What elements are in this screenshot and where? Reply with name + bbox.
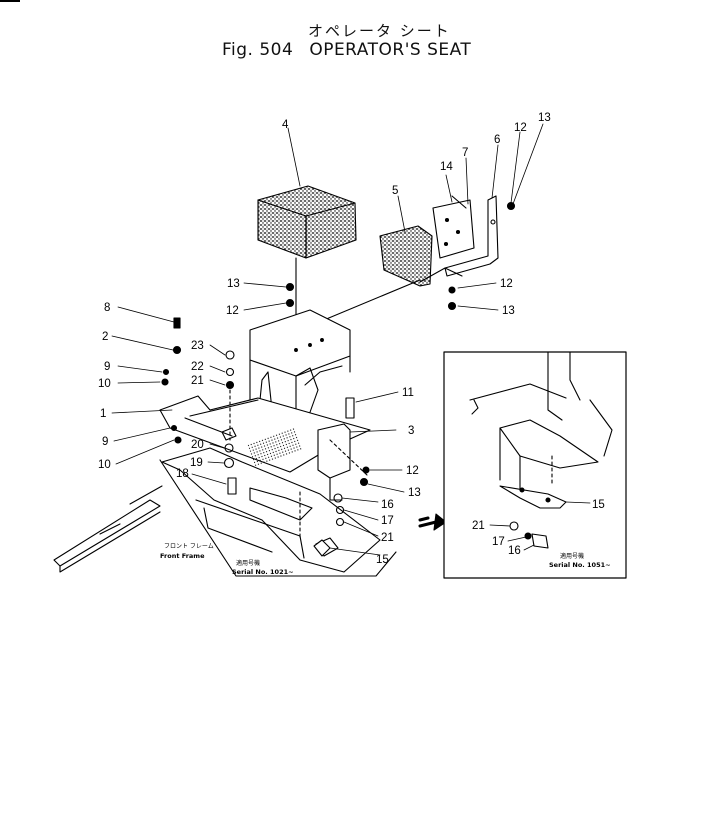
- callout-12: 12: [406, 465, 419, 477]
- callout-22: 22: [191, 361, 204, 373]
- front-frame-label: Front Frame: [160, 552, 205, 560]
- callout-15: 15: [592, 499, 605, 511]
- leader-lines: [111, 123, 544, 556]
- callout-12: 12: [514, 122, 527, 134]
- backrest-bracket: [419, 195, 499, 283]
- callout-21: 21: [191, 375, 204, 387]
- title-japanese: オペレータ シート: [308, 22, 451, 40]
- callout-17: 17: [381, 515, 394, 527]
- callout-12: 12: [500, 278, 513, 290]
- backrest: [379, 225, 433, 287]
- callout-5: 5: [392, 185, 398, 197]
- callout-4: 4: [282, 119, 289, 131]
- serial-main-label: Serial No. 1021~: [232, 568, 294, 576]
- callout-16: 16: [508, 545, 521, 557]
- callout-20: 20: [191, 439, 204, 451]
- callout-12: 12: [226, 305, 239, 317]
- seat-cushion: [257, 185, 357, 259]
- callout-1: 1: [100, 408, 106, 420]
- callout-13: 13: [502, 305, 515, 317]
- callout-13: 13: [538, 112, 551, 124]
- callout-8: 8: [104, 302, 110, 314]
- assembly-outline: [159, 459, 397, 577]
- inset-detail: [443, 351, 627, 579]
- arrow-head: [433, 513, 447, 531]
- assembly-lines: [229, 389, 368, 541]
- front-frame-jp: フロント フレーム: [164, 543, 214, 550]
- callout-16: 16: [381, 499, 394, 511]
- callout-13: 13: [408, 487, 421, 499]
- callout-19: 19: [190, 457, 203, 469]
- serial-inset-jp: 適用号機: [560, 552, 584, 560]
- callout-14: 14: [440, 161, 453, 173]
- callout-10: 10: [98, 378, 111, 390]
- arrow-body: [418, 516, 438, 528]
- callout-9: 9: [102, 436, 108, 448]
- callout-7: 7: [462, 147, 468, 159]
- callout-numbers: 4 5 14 7 6 12 13 13 12 8 2 9 10 1 9 10 2…: [98, 112, 605, 566]
- callout-9: 9: [104, 361, 110, 373]
- callout-17: 17: [492, 536, 505, 548]
- figure-name: OPERATOR'S SEAT: [309, 40, 472, 60]
- side-bracket: [317, 423, 351, 501]
- callout-13: 13: [227, 278, 240, 290]
- callout-21: 21: [472, 520, 485, 532]
- callout-3: 3: [408, 425, 414, 437]
- callout-11: 11: [402, 387, 414, 399]
- figure-title: Fig. 504 OPERATOR'S SEAT: [222, 40, 471, 60]
- callout-21: 21: [381, 532, 394, 544]
- figure-number: Fig. 504: [222, 40, 294, 60]
- callout-2: 2: [102, 331, 108, 343]
- callout-18: 18: [176, 468, 189, 480]
- callout-6: 6: [494, 134, 500, 146]
- serial-main-jp: 適用号機: [236, 559, 260, 567]
- serial-inset-label: Serial No. 1051~: [549, 561, 611, 569]
- hardware: [161, 201, 516, 557]
- frame-labels: フロント フレーム Front Frame 適用号機 Serial No. 10…: [160, 543, 611, 576]
- callout-15: 15: [376, 554, 389, 566]
- callout-23: 23: [191, 340, 204, 352]
- corner-mark: [0, 0, 20, 2]
- callout-10: 10: [98, 459, 111, 471]
